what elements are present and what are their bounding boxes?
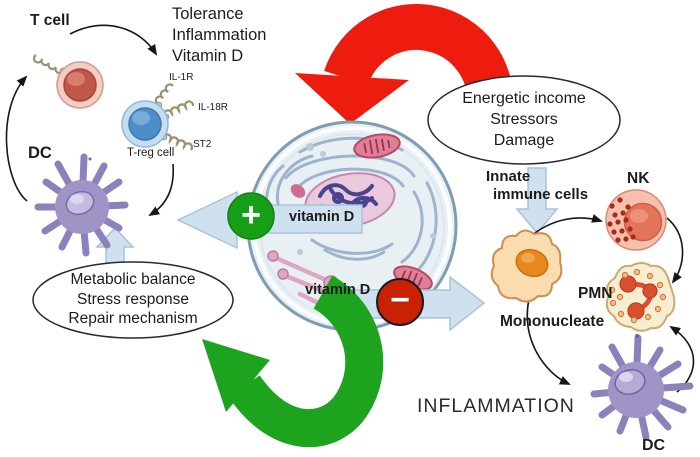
plus-sign: + (241, 196, 261, 234)
dendritic-cell-icon (34, 153, 129, 257)
innate-cells-down-arrow (515, 167, 559, 235)
red-feedback-arrow (295, 4, 514, 124)
stressor-line: Energetic income (462, 90, 586, 107)
minus-badge (376, 278, 424, 326)
mitochondrion-icon (353, 133, 401, 159)
dc-label-left: DC (28, 144, 52, 162)
outcome-item: Vitamin D (172, 47, 244, 65)
dc-label-right: DC (642, 437, 666, 454)
stressor-line: Damage (493, 132, 555, 149)
st2-receptor-label: ST2 (193, 139, 212, 150)
mononucleate-label: Mononucleate (500, 313, 605, 330)
il18r-receptor-label: IL-18R (198, 102, 229, 113)
stressor-line: Stressors (490, 111, 558, 128)
outcome-item: Tolerance (172, 5, 244, 23)
t-cell-icon (33, 54, 104, 109)
outcomes-list: Tolerance Inflammation Vitamin D (172, 4, 266, 67)
pmn-label: PMN (578, 285, 613, 302)
stressor-ellipse-text: Energetic income Stressors Damage (424, 88, 624, 151)
metabolic-line: Metabolic balance (70, 271, 196, 288)
vitamin-d-negative-label: vitamin D (305, 282, 371, 298)
t-cell-label: T cell (30, 12, 70, 29)
metabolic-line: Repair mechanism (68, 310, 198, 327)
stressor-ellipse (427, 75, 621, 165)
plus-badge (227, 192, 275, 240)
dendritic-cell-icon (590, 334, 694, 441)
outcome-item: Inflammation (172, 26, 267, 44)
treg-cell-icon (121, 83, 195, 151)
il1r-receptor-label: IL-1R (169, 72, 194, 83)
connector-arrows (5, 24, 695, 393)
nk-cell-icon (605, 189, 667, 251)
minus-sign: − (390, 281, 410, 319)
metabolic-ellipse (32, 261, 234, 339)
vitamin-d-positive-label: vitamin D (289, 209, 355, 225)
metabolic-ellipse-text: Metabolic balance Stress response Repair… (33, 270, 233, 329)
innate-caption-line2: immune cells (493, 186, 589, 203)
treg-cell-label: T-reg cell (127, 147, 175, 159)
inflammation-label: INFLAMMATION (417, 395, 575, 417)
mononucleate-cell-icon (490, 229, 563, 303)
metabolic-line: Stress response (77, 290, 189, 308)
green-feedback-arrow (202, 275, 384, 448)
innate-caption-line1: Innate (486, 168, 531, 185)
nk-label: NK (627, 170, 650, 187)
pmn-cell-icon (605, 262, 676, 332)
